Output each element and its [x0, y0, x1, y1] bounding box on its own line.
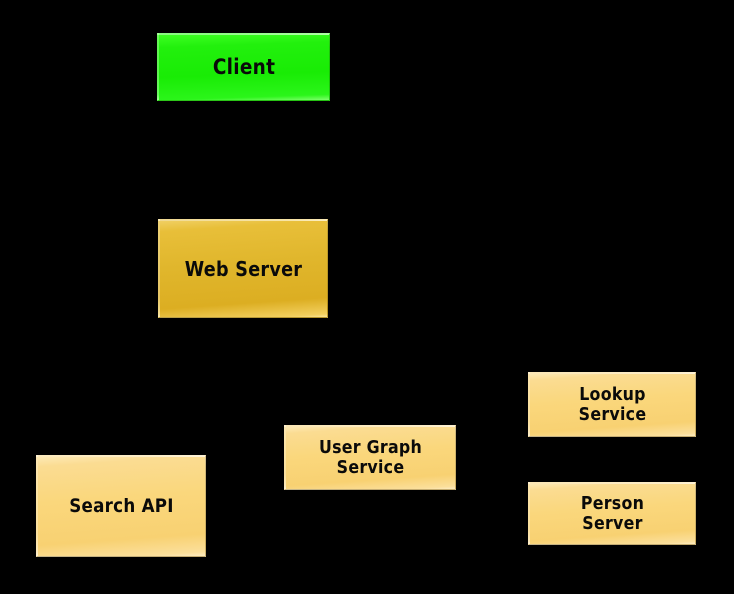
node-user-graph-service[interactable]: User Graph Service [284, 425, 456, 490]
node-web-server-label: Web Server [184, 256, 303, 281]
node-client[interactable]: Client [157, 33, 330, 101]
node-user-graph-service-label: User Graph Service [318, 436, 423, 478]
node-search-api-label: Search API [69, 494, 174, 517]
node-person-server-label: Person Server [580, 492, 645, 534]
node-web-server[interactable]: Web Server [158, 219, 328, 318]
node-lookup-service[interactable]: Lookup Service [528, 372, 696, 437]
node-person-server[interactable]: Person Server [528, 482, 696, 545]
node-client-label: Client [212, 54, 276, 79]
node-lookup-service-label: Lookup Service [578, 383, 647, 425]
node-search-api[interactable]: Search API [36, 455, 206, 557]
